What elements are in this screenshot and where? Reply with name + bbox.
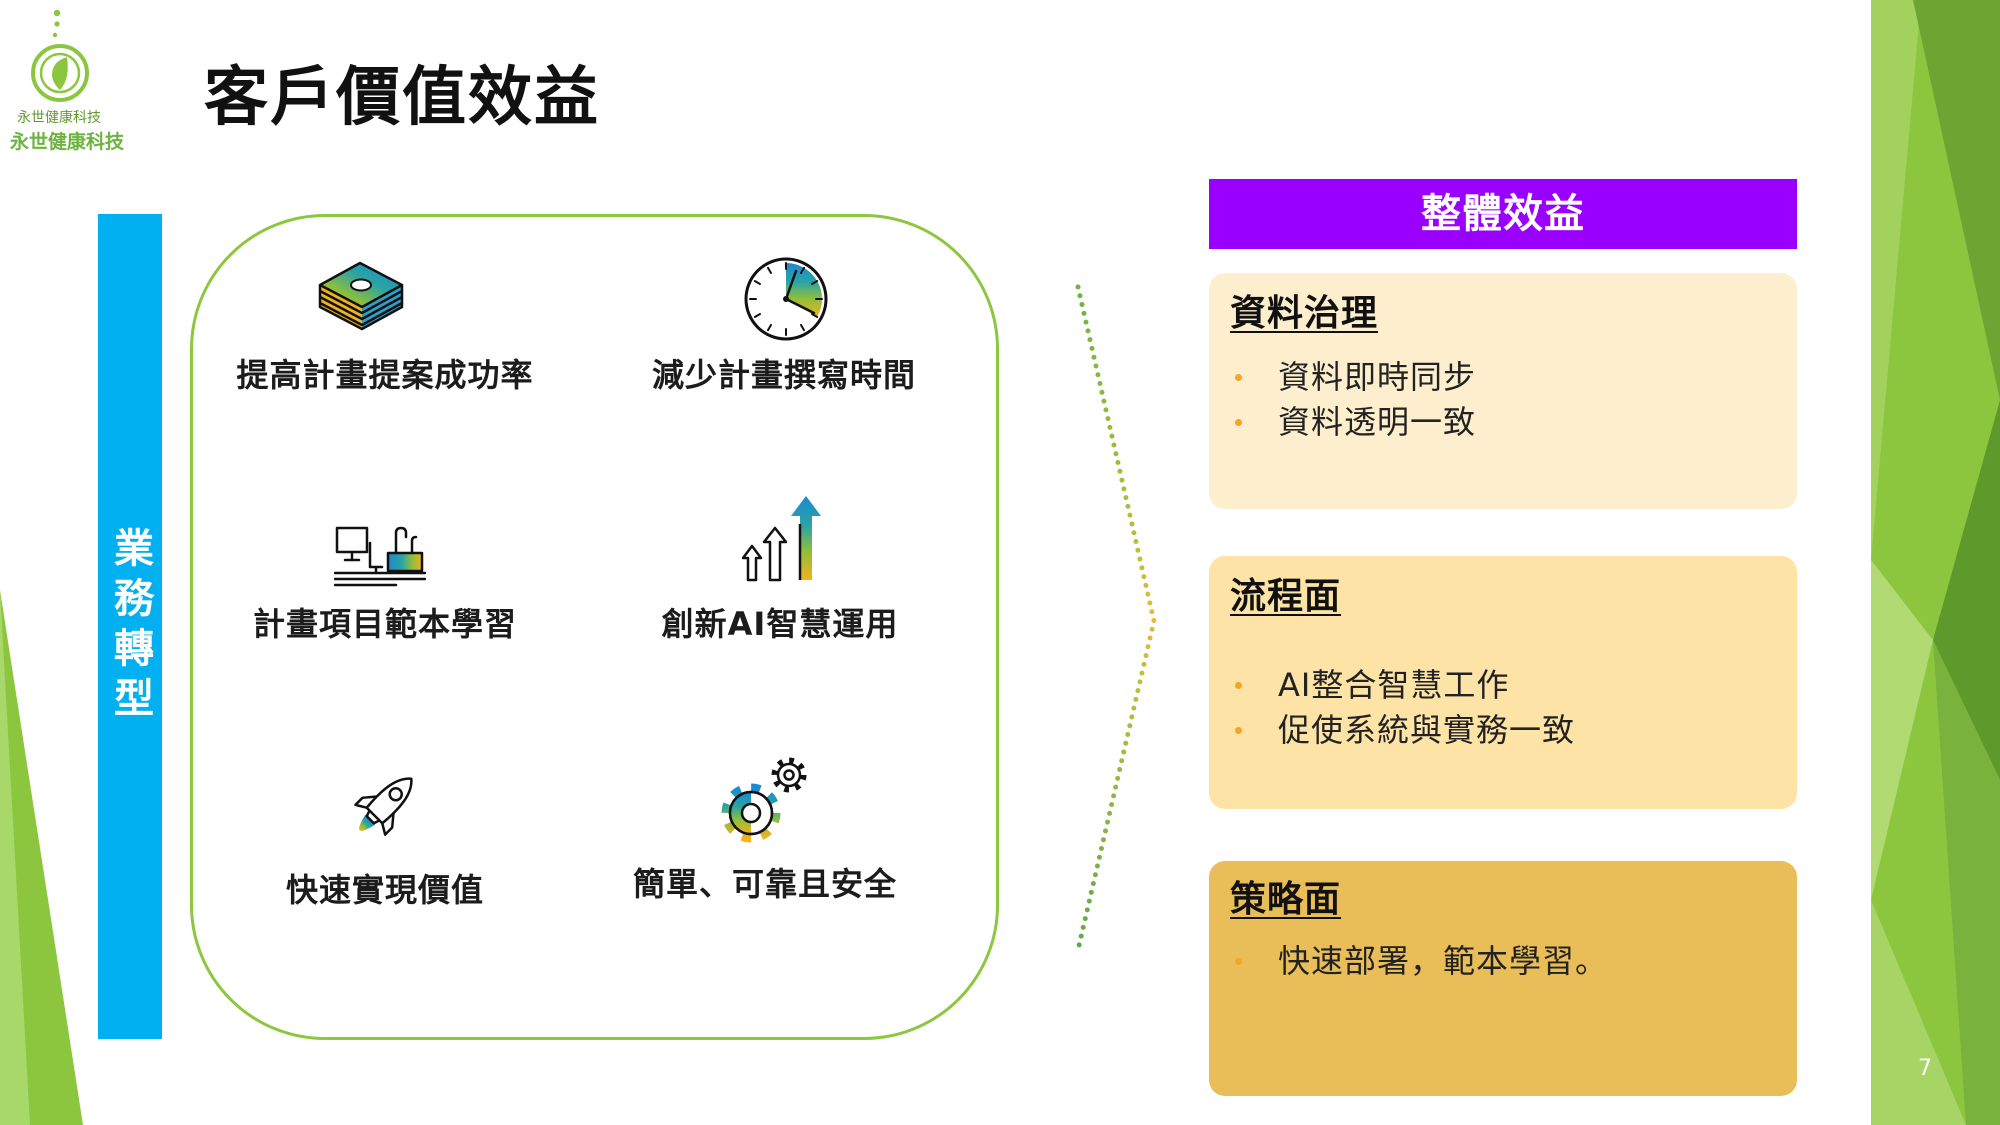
benefit-section-data-governance: 資料治理 資料即時同步 資料透明一致 <box>1209 273 1797 509</box>
right-green-decoration <box>1871 0 2000 1125</box>
feature-item: 減少計畫撰寫時間 <box>604 250 964 400</box>
feature-label: 創新AI智慧運用 <box>661 605 899 643</box>
bullet-item: 快速部署，範本學習。 <box>1235 939 1777 984</box>
side-banner: 業務轉型 <box>98 214 162 1039</box>
logo-company-name: 永世健康科技 <box>10 131 125 153</box>
benefit-section-process: 流程面 AI整合智慧工作 促使系統與實務一致 <box>1209 556 1797 809</box>
computer-desk-icon <box>334 526 426 587</box>
slide-title: 客戶價值效益 <box>204 61 600 135</box>
clock-icon <box>744 257 828 341</box>
bullet-item: 促使系統與實務一致 <box>1235 708 1777 753</box>
bullet-list: AI整合智慧工作 促使系統與實務一致 <box>1235 663 1777 753</box>
bullet-item: 資料即時同步 <box>1235 355 1777 400</box>
feature-label: 簡單、可靠且安全 <box>632 865 897 903</box>
bullet-text: AI整合智慧工作 <box>1278 666 1510 704</box>
page-number: 7 <box>1918 1056 1932 1081</box>
logo-company-name-small: 永世健康科技 <box>17 110 101 126</box>
bullet-list: 快速部署，範本學習。 <box>1235 939 1777 984</box>
bullet-text: 資料即時同步 <box>1278 358 1477 396</box>
bullet-item: AI整合智慧工作 <box>1235 663 1777 708</box>
left-green-decoration <box>0 590 83 1125</box>
bullet-dot <box>1235 682 1242 689</box>
bullet-dot <box>1235 419 1242 426</box>
overall-benefits-header: 整體效益 <box>1209 179 1797 249</box>
dotted-chevron-arrow <box>1075 284 1157 953</box>
feature-item: 計畫項目範本學習 <box>205 515 565 645</box>
bullet-item: 資料透明一致 <box>1235 400 1777 445</box>
bullet-dot <box>1235 958 1242 965</box>
feature-label: 快速實現價值 <box>285 871 484 909</box>
feature-label: 減少計畫撰寫時間 <box>651 356 916 394</box>
side-banner-label: 業務轉型 <box>107 526 153 727</box>
bullet-dot <box>1235 374 1242 381</box>
feature-label: 提高計畫提案成功率 <box>236 356 534 394</box>
section-title: 流程面 <box>1230 576 1342 617</box>
feature-item: 簡單、可靠且安全 <box>585 748 945 906</box>
features-frame <box>190 214 999 1040</box>
bullet-list: 資料即時同步 資料透明一致 <box>1235 355 1777 445</box>
growth-arrows-icon <box>742 496 821 582</box>
bullet-dot <box>1235 727 1242 734</box>
gears-icon <box>721 757 807 843</box>
feature-item: 創新AI智慧運用 <box>600 490 960 645</box>
bullet-text: 資料透明一致 <box>1278 403 1477 441</box>
feature-label: 計畫項目範本學習 <box>252 605 517 643</box>
leaf-circle-logo-icon <box>31 9 89 102</box>
bullet-text: 快速部署，範本學習。 <box>1278 942 1609 980</box>
feature-item: 提高計畫提案成功率 <box>205 250 565 400</box>
section-title: 資料治理 <box>1230 293 1379 334</box>
section-title: 策略面 <box>1230 879 1342 920</box>
money-stack-icon <box>318 261 404 331</box>
rocket-icon <box>354 777 413 836</box>
bullet-text: 促使系統與實務一致 <box>1278 711 1576 749</box>
benefit-section-strategy: 策略面 快速部署，範本學習。 <box>1209 861 1797 1096</box>
feature-item: 快速實現價值 <box>205 760 565 912</box>
